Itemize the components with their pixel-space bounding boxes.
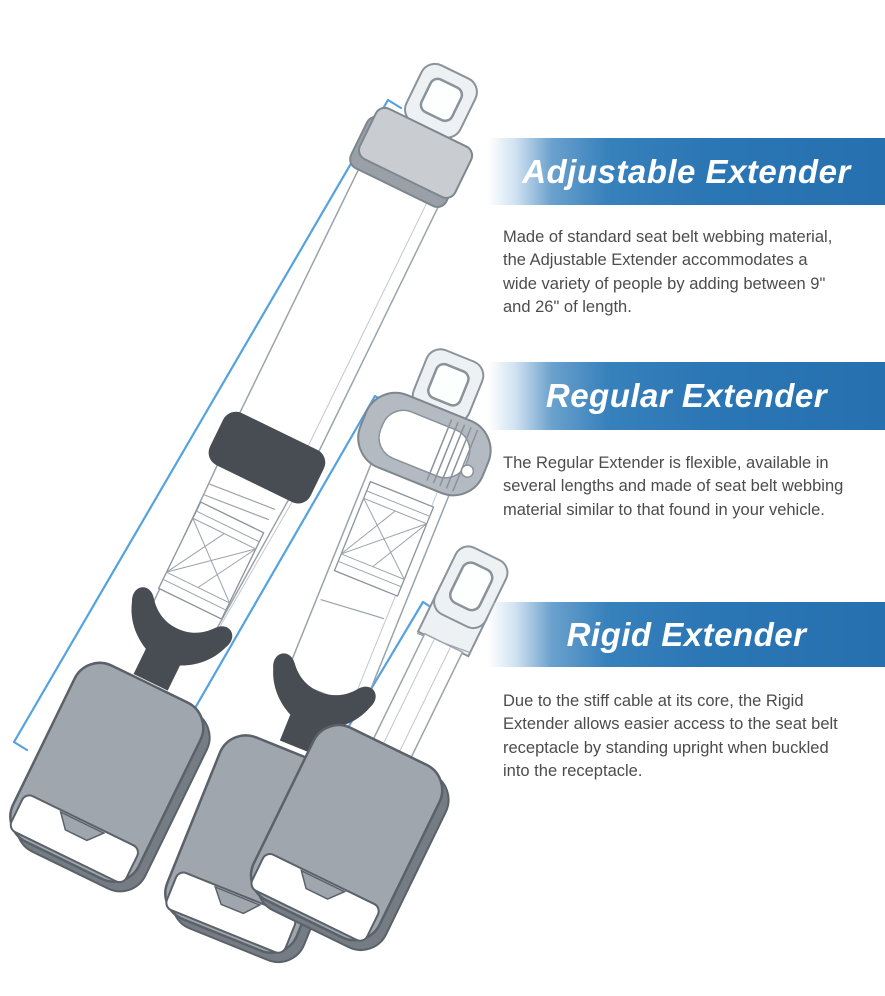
description-rigid-extender: Due to the stiff cable at its core, the …	[503, 690, 838, 784]
description-line: several lengths and made of seat belt we…	[503, 477, 844, 496]
banner-regular-extender: Regular Extender	[488, 362, 885, 430]
adjustable-extender-illustration	[9, 62, 478, 893]
description-line: The Regular Extender is flexible, availa…	[503, 454, 829, 472]
banner-adjustable-extender: Adjustable Extender	[488, 138, 885, 205]
adjuster-band-icon	[208, 411, 326, 504]
description-line: into the receptacle.	[503, 762, 643, 781]
banner-title-regular: Regular Extender	[545, 377, 828, 414]
description-line: wide variety of people by adding between…	[503, 274, 826, 293]
buckle-receptacle-icon	[9, 661, 211, 893]
length-bracket-adjustable	[12, 98, 403, 752]
description-line: Due to the stiff cable at its core, the …	[503, 692, 804, 710]
collar-cover-icon	[357, 391, 492, 497]
banner-rigid-extender: Rigid Extender	[488, 602, 885, 667]
adjuster-sleeve-icon	[349, 106, 474, 208]
description-adjustable-extender: Made of standard seat belt webbing mater…	[503, 226, 832, 320]
collar-eyelet-icon	[460, 464, 475, 478]
description-line: Extender allows easier access to the sea…	[503, 715, 838, 734]
banner-title-rigid: Rigid Extender	[566, 616, 807, 653]
latch-tongue-icon	[416, 545, 509, 658]
rigid-extender-illustration	[249, 545, 509, 951]
banner-title-adjustable: Adjustable Extender	[522, 153, 851, 190]
strap-connector-icon	[131, 587, 233, 691]
stitched-webbing	[333, 480, 435, 597]
description-line: receptacle by standing upright when buck…	[503, 738, 829, 757]
description-line: material similar to that found in your v…	[503, 500, 825, 519]
description-regular-extender: The Regular Extender is flexible, availa…	[503, 452, 843, 522]
stitched-webbing	[157, 501, 265, 620]
description-line: Made of standard seat belt webbing mater…	[503, 228, 833, 246]
description-line: the Adjustable Extender accommodates a	[503, 251, 808, 270]
description-line: and 26" of length.	[503, 298, 632, 317]
strap-connector-icon	[273, 653, 376, 755]
buckle-receptacle-icon	[249, 723, 450, 951]
